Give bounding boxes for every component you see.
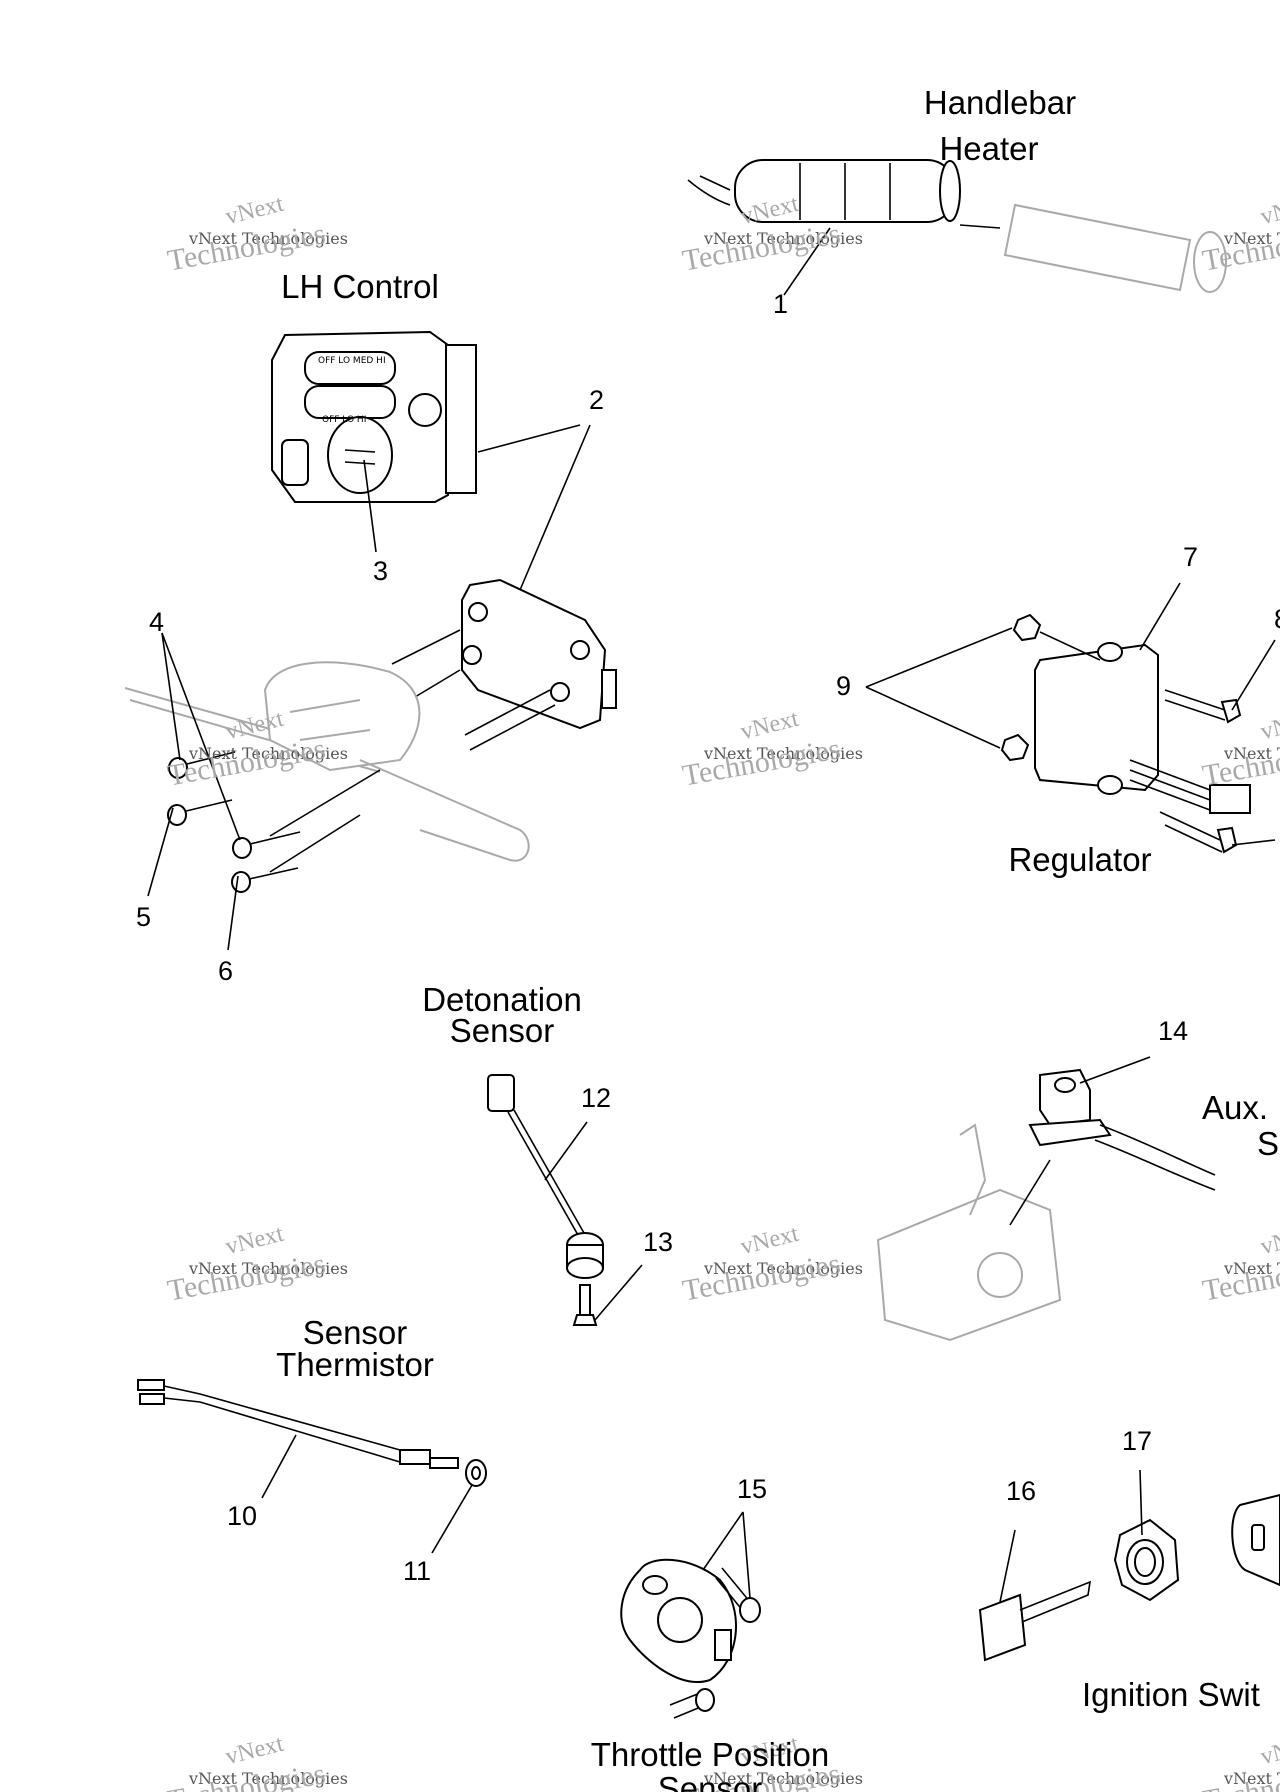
switch-label-upper: OFF LO MED HI — [318, 356, 386, 366]
callout-1: 1 — [773, 289, 789, 319]
leader-lines — [147, 227, 1276, 1603]
aux-sensor-title: Aux. S — [1202, 1089, 1280, 1162]
callout-2: 2 — [589, 385, 605, 415]
throttle-position-sensor-title: Throttle Position Sensor — [590, 1736, 830, 1792]
callout-17: 17 — [1122, 1426, 1153, 1456]
ignition-key-part — [978, 1580, 1092, 1662]
callout-12: 12 — [581, 1083, 612, 1113]
callout-16: 16 — [1006, 1476, 1037, 1506]
regulator-title: Regulator — [1008, 841, 1152, 878]
screws-4-5-6 — [167, 751, 381, 893]
throttle-position-sensor-part — [620, 1558, 761, 1719]
callout-4: 4 — [149, 607, 165, 637]
callout-5: 5 — [136, 902, 152, 932]
lh-control-title: LH Control — [281, 268, 439, 305]
callout-3: 3 — [373, 556, 389, 586]
callout-13: 13 — [643, 1227, 674, 1257]
callout-8: 8 — [1274, 605, 1280, 633]
ignition-switch-part — [1231, 1493, 1280, 1587]
lh-control-part — [271, 330, 477, 503]
switch-base-part — [391, 578, 617, 751]
switch-label-lower: OFF LO HI — [322, 415, 367, 425]
callout-10: 10 — [227, 1501, 258, 1531]
handlebar-heater-title: Handlebar Heater — [923, 84, 1077, 167]
detonation-sensor-part — [487, 1074, 604, 1326]
callout-6: 6 — [218, 956, 234, 986]
callout-15: 15 — [737, 1474, 768, 1504]
callout-7: 7 — [1183, 542, 1199, 572]
ignition-nut-part — [1113, 1518, 1180, 1602]
sensor-thermistor-title: Sensor Thermistor — [276, 1314, 434, 1383]
regulator-part — [1000, 613, 1251, 854]
sensor-thermistor-part — [137, 1379, 487, 1487]
callout-9: 9 — [836, 671, 852, 701]
aux-sensor-part — [876, 1068, 1216, 1342]
callout-14: 14 — [1158, 1016, 1189, 1046]
detonation-sensor-title: Detonation Sensor — [422, 981, 582, 1049]
handlebar-ghost — [124, 661, 530, 862]
callout-11: 11 — [403, 1556, 432, 1586]
ignition-switch-title: Ignition Swit — [1082, 1676, 1260, 1713]
handlebar-heater-part — [687, 159, 1227, 293]
